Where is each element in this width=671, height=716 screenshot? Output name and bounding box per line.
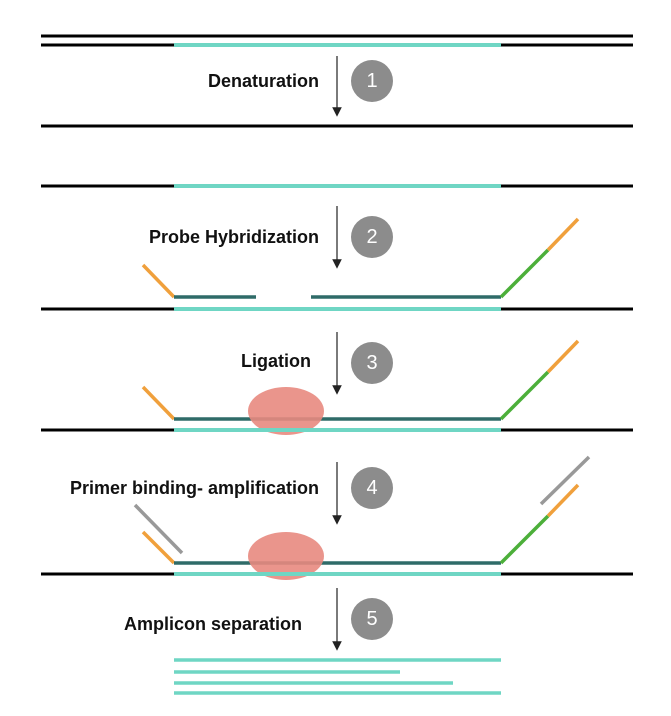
step-2-badge: 2 bbox=[351, 216, 393, 258]
step-1-badge: 1 bbox=[351, 60, 393, 102]
step-5-label: Amplicon separation bbox=[123, 614, 302, 634]
right-probe-stuffer bbox=[499, 370, 550, 421]
right-probe-tail bbox=[546, 339, 580, 374]
right-probe-stuffer bbox=[499, 514, 550, 565]
step-4-badge: 4 bbox=[351, 467, 393, 509]
amplicons bbox=[174, 658, 501, 695]
step-4-label: Primer binding- amplification bbox=[69, 478, 319, 498]
step-5-badge: 5 bbox=[351, 598, 393, 640]
primer-binding-stage bbox=[41, 455, 633, 580]
denatured-strands bbox=[41, 124, 633, 188]
right-probe-tail bbox=[546, 217, 580, 252]
left-primer bbox=[133, 503, 184, 555]
step-2-label: Probe Hybridization bbox=[148, 227, 319, 247]
ligation-stage bbox=[41, 339, 633, 435]
left-probe-tail bbox=[141, 530, 176, 565]
left-probe-tail bbox=[141, 385, 176, 421]
left-probe-tail bbox=[141, 263, 176, 299]
ligase-enzyme bbox=[248, 532, 324, 580]
step-3-label: Ligation bbox=[241, 351, 311, 371]
right-primer bbox=[539, 455, 591, 506]
probe-hybridization-stage bbox=[41, 217, 633, 311]
step-3-badge: 3 bbox=[351, 342, 393, 384]
right-probe-tail bbox=[546, 483, 580, 518]
double-stranded-dna bbox=[41, 34, 633, 47]
right-probe-stuffer bbox=[499, 248, 550, 299]
ligase-enzyme bbox=[248, 387, 324, 435]
step-1-label: Denaturation bbox=[207, 71, 319, 91]
